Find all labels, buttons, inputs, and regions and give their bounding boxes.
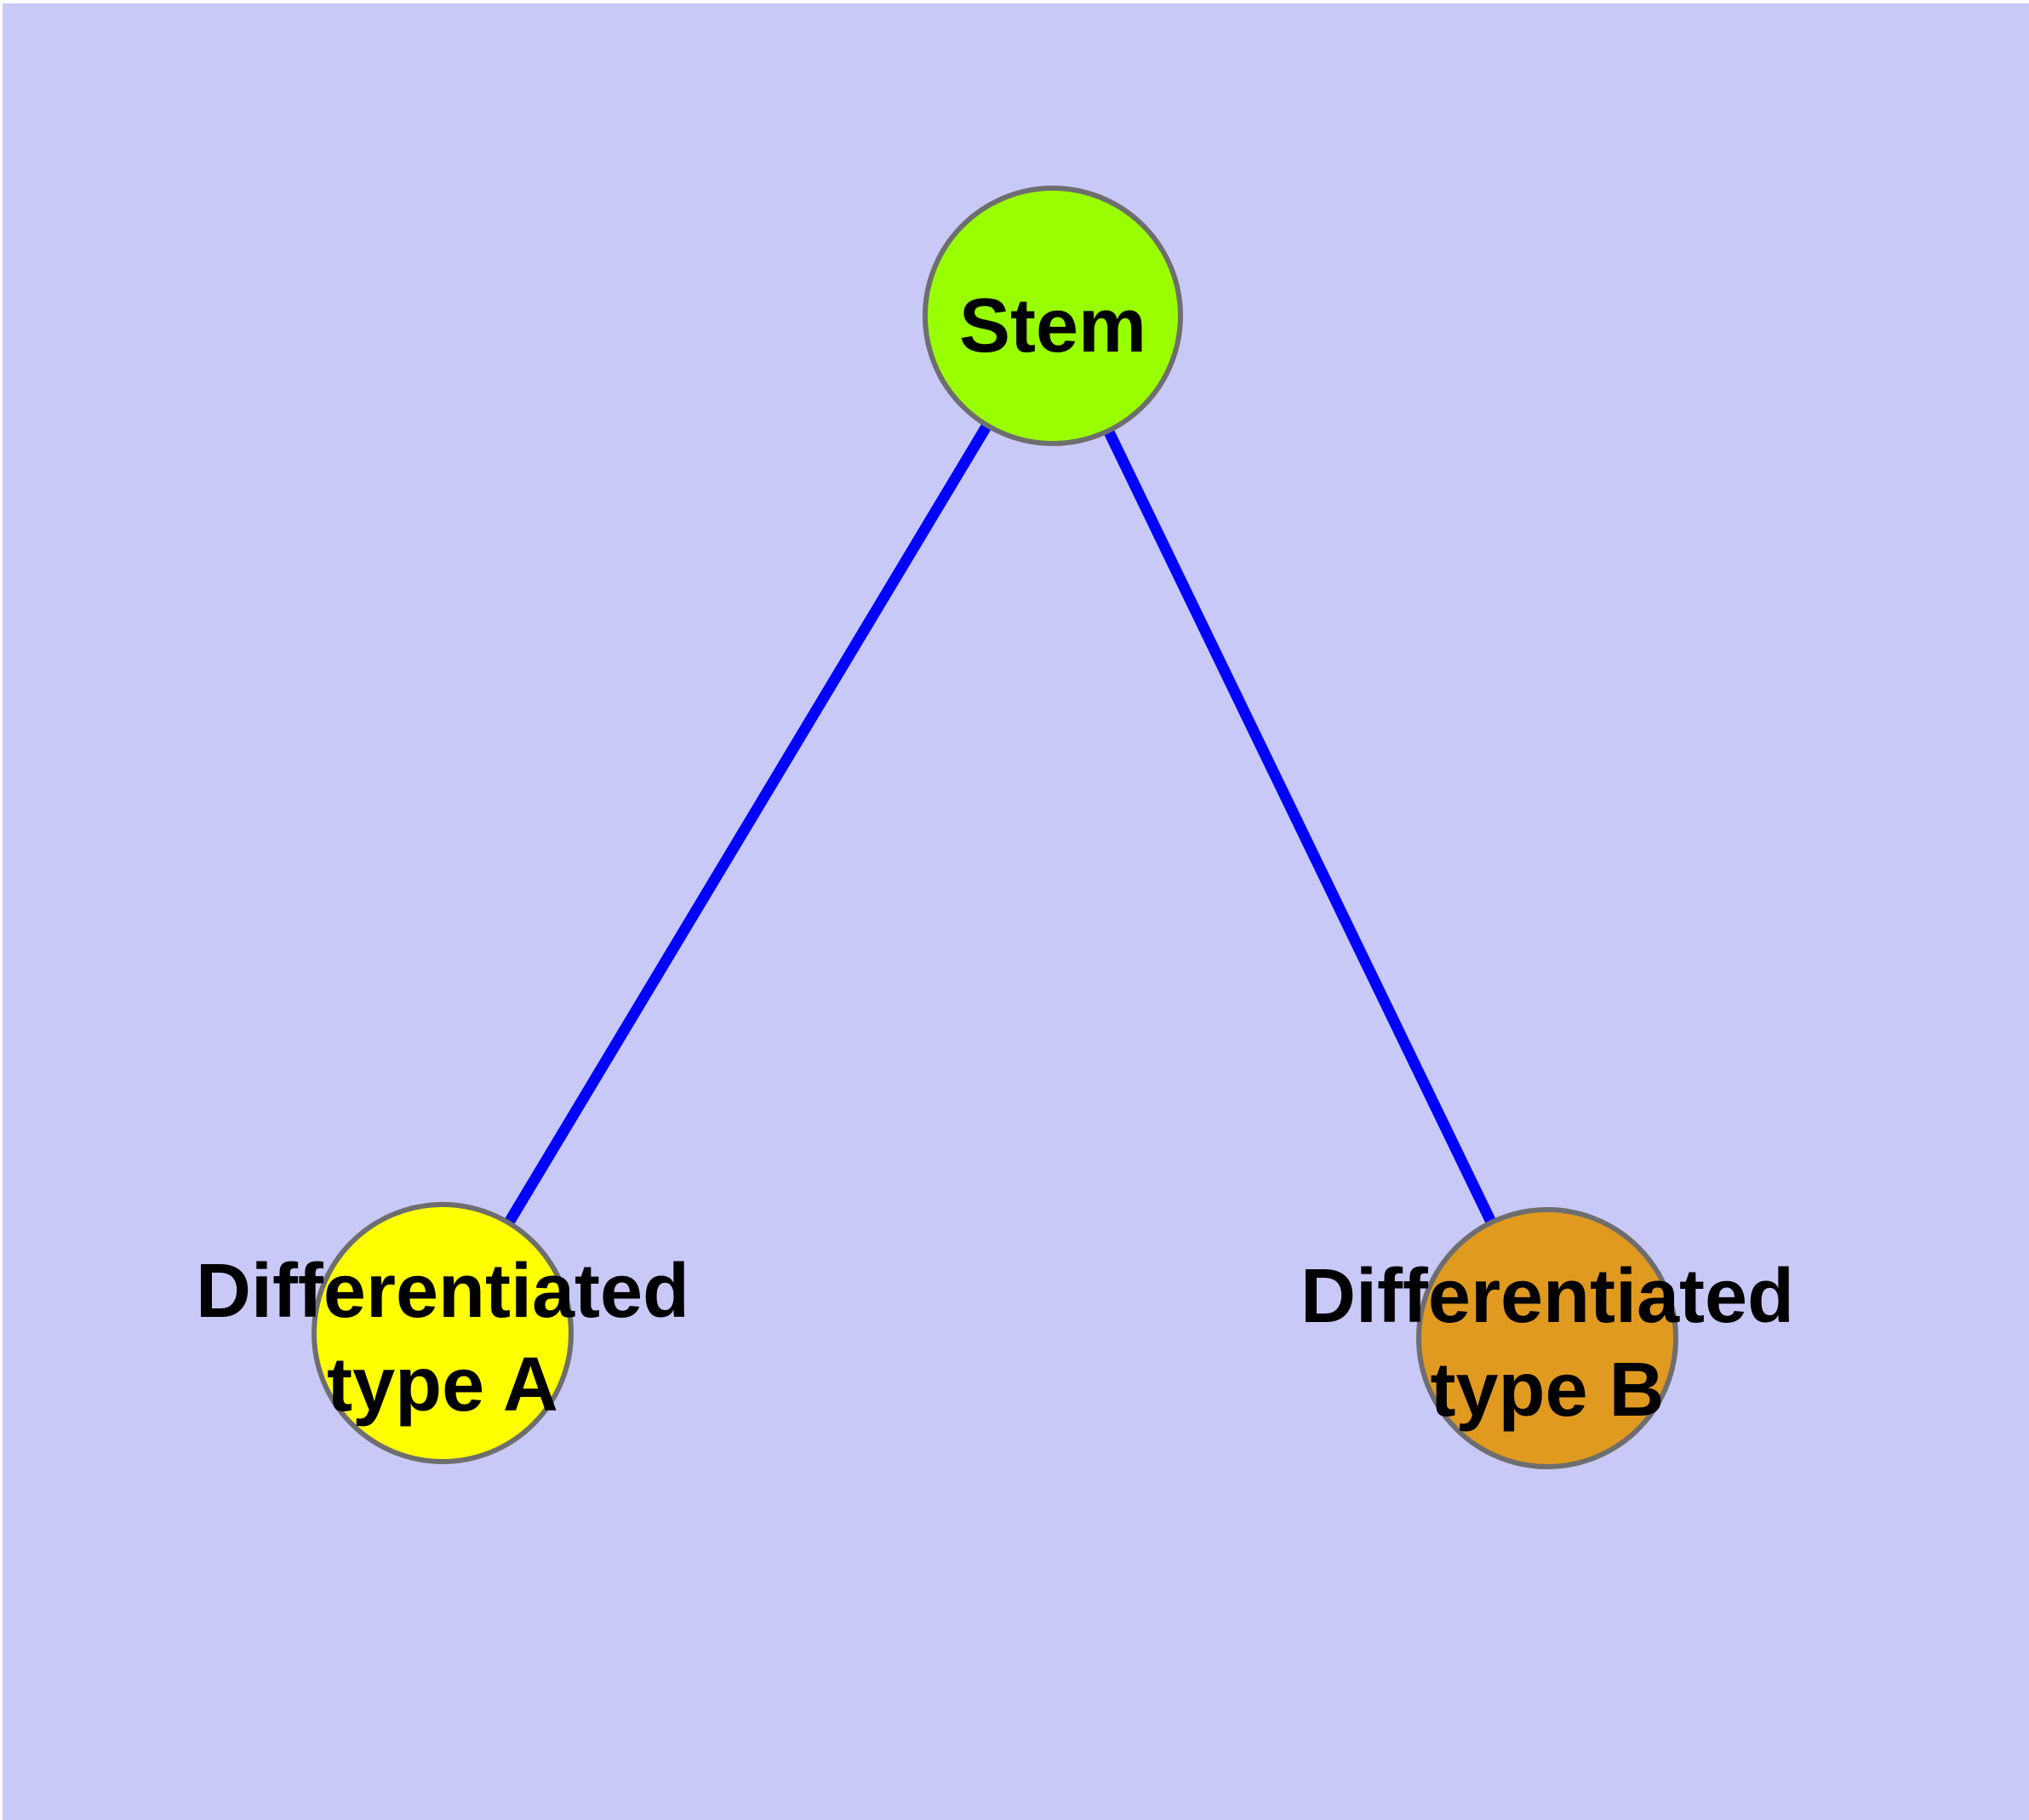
- canvas-trim-top: [0, 0, 2029, 3]
- canvas-trim-left: [0, 0, 3, 1820]
- node-differentiated-type-a: [311, 1202, 574, 1464]
- edges-layer: [437, 312, 1552, 1341]
- node-differentiated-type-b-label-line-1: Differentiated: [1300, 1254, 1794, 1339]
- node-differentiated-type-a-label-line-1: Differentiated: [196, 1249, 689, 1334]
- node-stem: [923, 186, 1183, 446]
- node-differentiated-type-b-label-line-2: type B: [1430, 1348, 1664, 1433]
- node-differentiated-type-b: [1416, 1207, 1678, 1469]
- node-stem-label-line-1: Stem: [959, 283, 1146, 369]
- edge-stem-to-differentiated-type-a: [437, 312, 1058, 1336]
- node-differentiated-type-a-label-line-2: type A: [327, 1342, 558, 1428]
- edge-stem-to-differentiated-type-b: [1048, 313, 1552, 1341]
- nodes-layer: [311, 186, 1678, 1469]
